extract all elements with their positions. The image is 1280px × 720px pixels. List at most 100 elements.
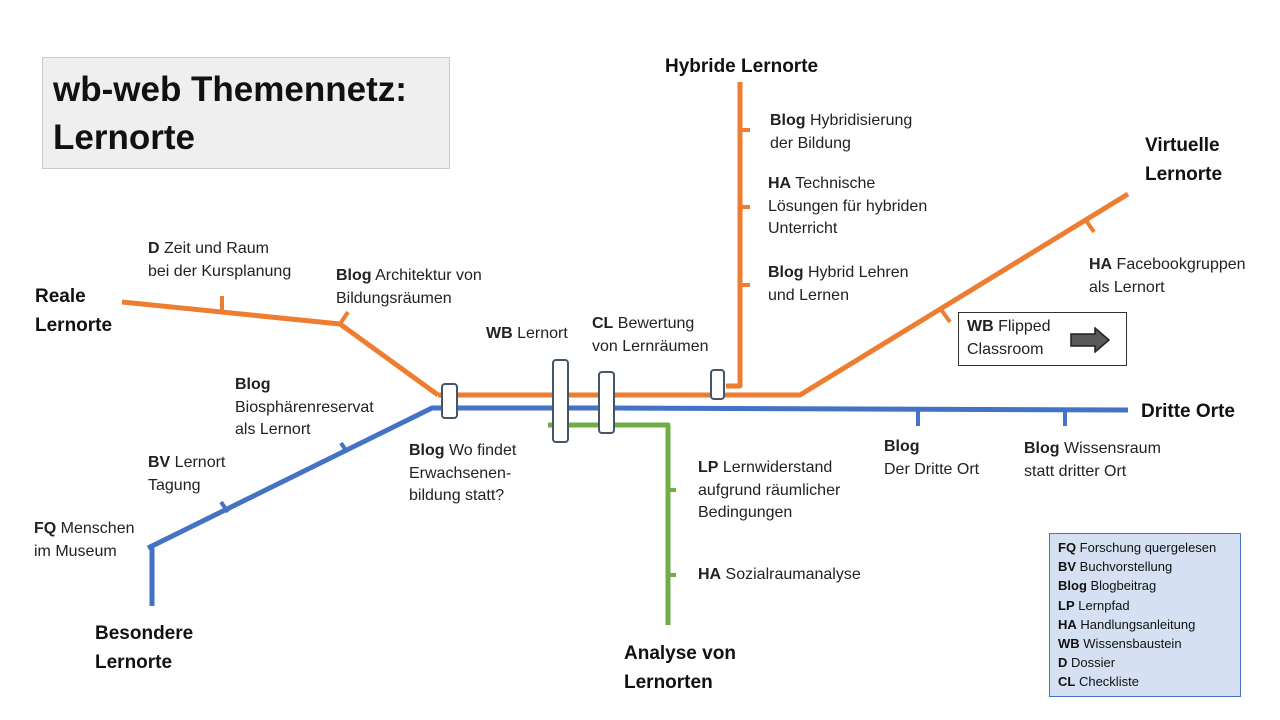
- station-label-ha-sozialraum[interactable]: HA Sozialraumanalyse: [698, 564, 861, 587]
- station-tick-ha-facebook: [1083, 217, 1096, 234]
- station-text: und Lernen: [768, 286, 849, 304]
- station-text: Wo findet: [444, 442, 517, 459]
- interchange-station-main[interactable]: [441, 383, 458, 419]
- station-text: Hybridisierung: [805, 112, 913, 129]
- station-text: Bewertung: [613, 315, 695, 332]
- terminus-name: Dritte Orte: [1141, 401, 1235, 422]
- terminus-dritte: Dritte Orte: [1141, 397, 1235, 426]
- station-text: statt dritter Ort: [1024, 462, 1127, 480]
- station-text: der Bildung: [770, 134, 851, 152]
- station-text: aufgrund räumlicher: [698, 481, 841, 499]
- station-type: Blog: [336, 267, 372, 284]
- terminus-name: Lernorte: [1145, 164, 1223, 185]
- terminus-name: Lernorten: [624, 672, 713, 693]
- legend-text: Lernpfad: [1074, 597, 1130, 613]
- title-line-2: Lernorte: [53, 118, 195, 157]
- station-text: Biosphärenreservat: [235, 398, 374, 416]
- station-label-cl-bewertung[interactable]: CL Bewertung von Lernräumen: [592, 313, 709, 358]
- station-type: WB: [486, 325, 513, 342]
- station-type: FQ: [34, 520, 57, 537]
- station-text: im Museum: [34, 542, 117, 560]
- arrow-right-icon: [1070, 327, 1111, 353]
- line-blue-dritte: [146, 405, 1129, 551]
- station-label-ha-facebook[interactable]: HA Facebookgruppen als Lernort: [1089, 254, 1246, 299]
- station-text: Menschen: [56, 520, 135, 537]
- station-type: BV: [148, 454, 171, 471]
- station-text: Architektur von: [371, 267, 482, 284]
- station-text: Flipped: [993, 318, 1051, 335]
- terminus-name: Hybride Lernorte: [665, 56, 819, 77]
- terminus-name: Analyse von: [624, 643, 736, 664]
- legend-row: WB Wissensbaustein: [1058, 634, 1240, 653]
- station-type: D: [148, 240, 160, 257]
- station-type: HA: [698, 566, 722, 583]
- station-text: Hybrid Lehren: [803, 264, 909, 281]
- station-text: Sozialraumanalyse: [721, 566, 861, 583]
- title-box: wb-web Themennetz: Lernorte: [42, 57, 450, 169]
- legend-row: D Dossier: [1058, 653, 1240, 672]
- station-text: Facebookgruppen: [1112, 256, 1246, 273]
- legend-abbr: LP: [1058, 597, 1075, 613]
- station-text: Bildungsräumen: [336, 289, 452, 307]
- terminus-name: Virtuelle: [1145, 135, 1220, 156]
- legend-text: Forschung quergelesen: [1076, 540, 1217, 555]
- station-type: CL: [592, 315, 614, 332]
- station-text: Classroom: [967, 340, 1044, 358]
- station-type: Blog: [884, 438, 920, 455]
- interchange-station-cl-bewertung[interactable]: [598, 371, 615, 434]
- legend-abbr: Blog: [1058, 578, 1087, 594]
- station-text: Wissensraum: [1059, 440, 1161, 457]
- legend-abbr: WB: [1058, 636, 1080, 652]
- legend-row: BV Buchvorstellung: [1058, 557, 1240, 576]
- interchange-station-wb-lernort[interactable]: [552, 359, 569, 443]
- legend-abbr: FQ: [1058, 540, 1077, 555]
- legend-text: Blogbeitrag: [1086, 578, 1157, 594]
- station-text: Lösungen für hybriden: [768, 197, 928, 215]
- legend-text: Handlungsanleitung: [1076, 616, 1196, 632]
- legend-abbr: HA: [1058, 616, 1077, 632]
- station-text: als Lernort: [1089, 278, 1165, 296]
- station-text: von Lernräumen: [592, 337, 709, 355]
- station-text: Tagung: [148, 476, 201, 494]
- station-tick-blog-biosphaere: [339, 441, 349, 454]
- station-label-fq-museum[interactable]: FQ Menschen im Museum: [34, 518, 134, 563]
- station-type: HA: [1089, 256, 1113, 273]
- station-type: LP: [698, 459, 719, 476]
- legend-row: FQ Forschung quergelesen: [1058, 538, 1240, 557]
- station-text: Lernort: [512, 325, 568, 342]
- station-text: Zeit und Raum: [159, 240, 269, 257]
- station-text: Lernort: [170, 454, 226, 471]
- interchange-station-hybride[interactable]: [710, 369, 725, 400]
- station-label-blog-hybrid-lehren[interactable]: Blog Hybrid Lehren und Lernen: [768, 262, 909, 307]
- station-text: bei der Kursplanung: [148, 262, 292, 280]
- terminus-name: Besondere: [95, 623, 194, 644]
- station-type: Blog: [768, 264, 804, 281]
- station-text: bildung statt?: [409, 487, 505, 504]
- terminus-name: Lernorte: [95, 652, 173, 673]
- station-text: Unterricht: [768, 220, 838, 237]
- station-label-wb-lernort[interactable]: WB Lernort: [486, 323, 568, 346]
- station-text: Technische: [791, 175, 876, 192]
- station-text: Der Dritte Ort: [884, 460, 980, 478]
- station-label-d-zeit[interactable]: D Zeit und Raum bei der Kursplanung: [148, 238, 291, 283]
- line-green-analyse: [548, 422, 671, 625]
- station-type: Blog: [409, 442, 445, 459]
- station-tick-bv-tagung: [219, 500, 230, 514]
